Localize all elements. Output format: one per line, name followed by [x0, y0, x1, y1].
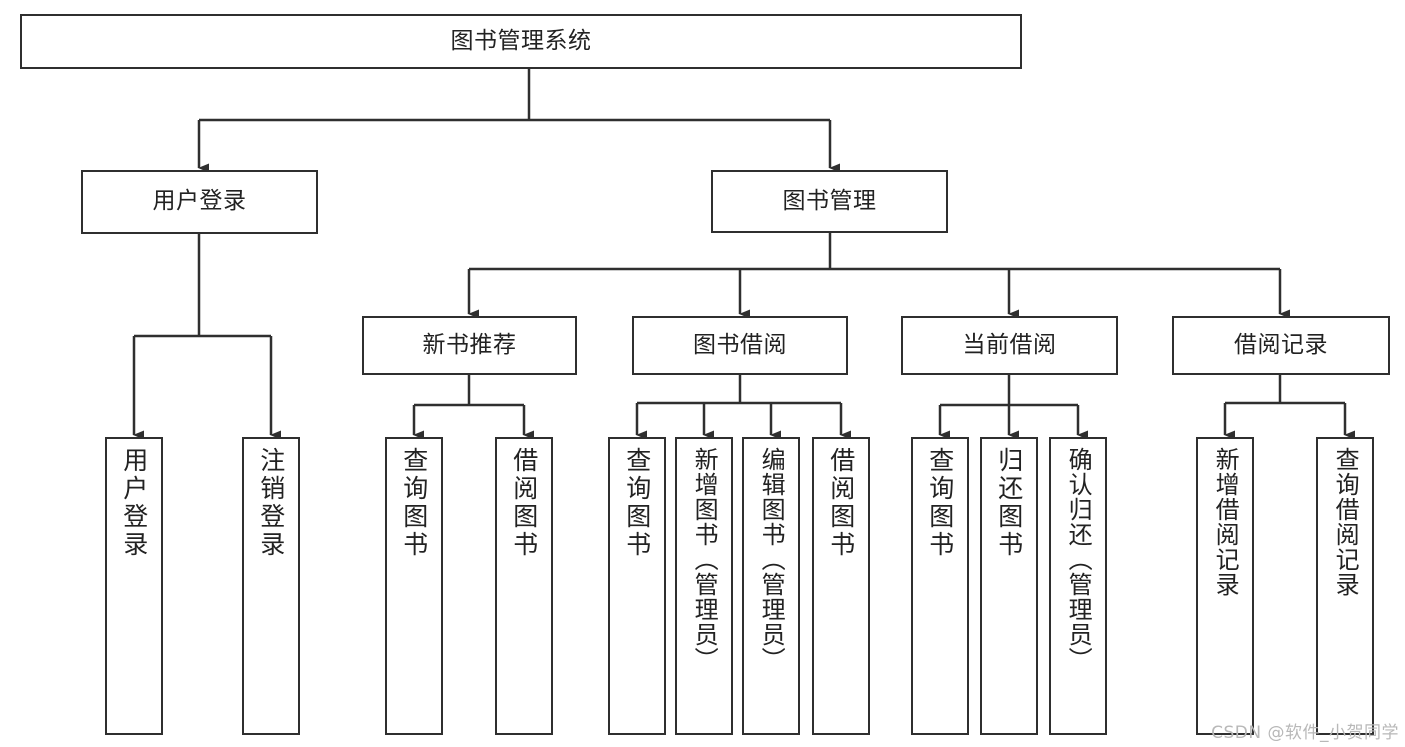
node-user-login[interactable]: 用户登录: [81, 170, 318, 234]
node-leaf-return-book[interactable]: 归还图书: [980, 437, 1038, 735]
node-book-manage[interactable]: 图书管理: [711, 170, 948, 233]
node-leaf-query-book-1[interactable]: 查询图书: [385, 437, 443, 735]
node-leaf-edit-book[interactable]: 编辑图书（管理员）: [742, 437, 800, 735]
connector-group-root: [197, 69, 840, 173]
node-label-leaf-user-logout: 注销登录: [256, 447, 286, 559]
node-label-root: 图书管理系统: [450, 27, 592, 54]
node-label-book-manage: 图书管理: [782, 187, 877, 214]
node-leaf-add-book[interactable]: 新增图书（管理员）: [675, 437, 733, 735]
connector-group-new-book-recommend: [412, 375, 534, 440]
node-label-leaf-confirm-return: 确认归还（管理员）: [1064, 447, 1093, 672]
node-leaf-user-logout[interactable]: 注销登录: [242, 437, 300, 735]
node-label-leaf-add-book: 新增图书（管理员）: [690, 447, 719, 672]
node-leaf-confirm-return[interactable]: 确认归还（管理员）: [1049, 437, 1107, 735]
node-leaf-borrow-book-1[interactable]: 借阅图书: [495, 437, 553, 735]
node-label-leaf-add-record: 新增借阅记录: [1211, 447, 1240, 597]
node-label-leaf-query-book-2: 查询图书: [622, 447, 652, 559]
node-label-book-borrow: 图书借阅: [693, 331, 787, 358]
connector-group-borrow-record: [1223, 375, 1355, 440]
node-label-leaf-user-login: 用户登录: [119, 447, 149, 559]
node-leaf-add-record[interactable]: 新增借阅记录: [1196, 437, 1254, 735]
node-root-system[interactable]: 图书管理系统: [20, 14, 1022, 69]
node-label-leaf-borrow-book-1: 借阅图书: [509, 447, 539, 559]
node-label-leaf-return-book: 归还图书: [994, 447, 1024, 559]
connector-group-user-login: [132, 234, 281, 440]
node-label-leaf-query-record: 查询借阅记录: [1331, 447, 1360, 597]
node-label-leaf-borrow-book-2: 借阅图书: [826, 447, 856, 559]
csdn-watermark: CSDN @软件_小贺同学: [1211, 723, 1399, 743]
node-leaf-user-login[interactable]: 用户登录: [105, 437, 163, 735]
node-label-borrow-record: 借阅记录: [1234, 331, 1328, 358]
node-label-leaf-query-book-3: 查询图书: [925, 447, 955, 559]
node-book-borrow[interactable]: 图书借阅: [632, 316, 848, 375]
node-label-current-borrow: 当前借阅: [962, 331, 1057, 358]
node-label-new-book-recommend: 新书推荐: [422, 331, 517, 358]
connector-group-current-borrow: [938, 375, 1088, 440]
node-borrow-record[interactable]: 借阅记录: [1172, 316, 1390, 375]
node-leaf-query-record[interactable]: 查询借阅记录: [1316, 437, 1374, 735]
node-label-leaf-edit-book: 编辑图书（管理员）: [757, 447, 786, 672]
connector-group-book-manage: [467, 233, 1290, 319]
node-leaf-query-book-3[interactable]: 查询图书: [911, 437, 969, 735]
node-current-borrow[interactable]: 当前借阅: [901, 316, 1118, 375]
node-new-book-recommend[interactable]: 新书推荐: [362, 316, 577, 375]
node-label-leaf-query-book-1: 查询图书: [399, 447, 429, 559]
node-leaf-borrow-book-2[interactable]: 借阅图书: [812, 437, 870, 735]
connector-group-book-borrow: [635, 375, 851, 440]
node-leaf-query-book-2[interactable]: 查询图书: [608, 437, 666, 735]
node-label-user-login: 用户登录: [152, 188, 247, 215]
